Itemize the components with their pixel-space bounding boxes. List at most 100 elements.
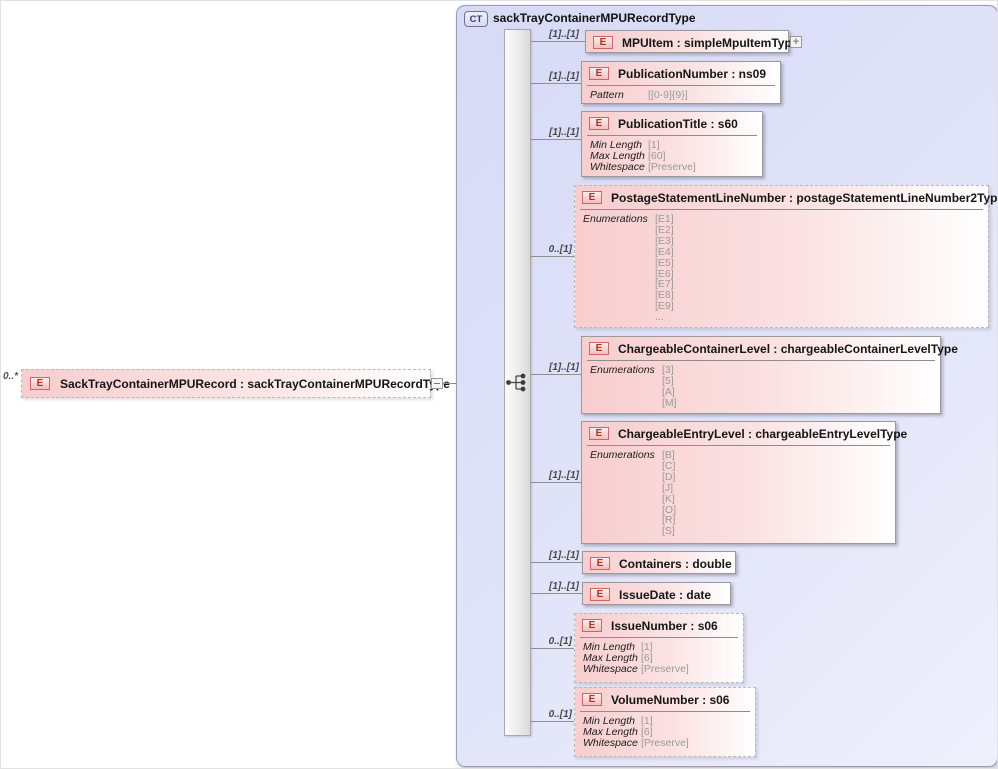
- enum-value: [E8]: [655, 289, 674, 302]
- element-chargeableentrylevel[interactable]: E ChargeableEntryLevel : chargeableEntry…: [581, 421, 907, 544]
- connector-line: [531, 41, 585, 42]
- cardinality-label: [1]..[1]: [549, 29, 579, 40]
- element-issuedate[interactable]: E IssueDate : date: [582, 582, 731, 605]
- element-label: Containers : double: [619, 556, 732, 571]
- element-badge-icon: E: [589, 427, 609, 440]
- cardinality-label: 0..[1]: [548, 244, 572, 255]
- facet-label: Max Length: [583, 726, 638, 738]
- element-publicationtitle[interactable]: E PublicationTitle : s60 Min Length [1] …: [581, 111, 763, 177]
- enum-value: [S]: [662, 525, 675, 538]
- enum-value: [5]: [662, 374, 674, 387]
- element-volumenumber[interactable]: E VolumeNumber : s06 Min Length [1] Max …: [574, 687, 756, 757]
- element-issuenumber[interactable]: E IssueNumber : s06 Min Length [1] Max L…: [574, 613, 744, 683]
- cardinality-label: [1]..[1]: [549, 470, 579, 481]
- element-badge-icon: E: [589, 117, 609, 130]
- enumerations-row: Enumerations [3] [5] [A] [M]: [590, 365, 940, 409]
- enum-value: [E7]: [655, 278, 674, 291]
- connector-line: [531, 648, 574, 649]
- enumeration-values: [B] [C] [D] [J] [K] [O] [R] [S]: [662, 450, 676, 537]
- enum-value: [E5]: [655, 256, 674, 269]
- enum-value: [3]: [662, 364, 674, 376]
- element-label: IssueDate : date: [619, 587, 712, 602]
- enum-value: [K]: [662, 492, 675, 505]
- enumerations-label: Enumerations: [583, 213, 648, 225]
- connector-line: [531, 593, 582, 594]
- cardinality-label: [1]..[1]: [549, 71, 579, 82]
- element-badge-icon: E: [582, 619, 602, 632]
- element-badge-icon: E: [589, 342, 609, 355]
- enum-value: [E3]: [655, 234, 674, 247]
- facet-row: Max Length [6]: [583, 727, 755, 738]
- facet-label: Pattern: [590, 89, 624, 101]
- connector-line: [531, 374, 581, 375]
- enum-value: [E2]: [655, 223, 674, 236]
- enumerations-label: Enumerations: [590, 364, 655, 376]
- element-label: PublicationTitle : s60: [618, 116, 738, 131]
- cardinality-label: [1]..[1]: [549, 362, 579, 373]
- facet-value: [60]: [648, 150, 666, 162]
- facet-row: Whitespace [Preserve]: [583, 738, 755, 749]
- element-label: MPUItem : simpleMpuItemType: [622, 35, 799, 50]
- facet-row: Max Length [60]: [590, 151, 762, 162]
- facet-row: Max Length [6]: [583, 653, 743, 664]
- divider: [587, 85, 775, 86]
- element-chargeablecontainerlevel[interactable]: E ChargeableContainerLevel : chargeableC…: [581, 336, 958, 414]
- enumerations-row: Enumerations [E1] [E2] [E3] [E4] [E5] [E…: [583, 213, 988, 323]
- enum-value: [E4]: [655, 245, 674, 258]
- divider: [580, 711, 750, 712]
- divider: [580, 209, 983, 210]
- complextype-title: sackTrayContainerMPURecordType: [493, 11, 696, 25]
- element-label: VolumeNumber : s06: [611, 692, 730, 707]
- cardinality-label: 0..[1]: [548, 636, 572, 647]
- expand-icon[interactable]: +: [790, 36, 802, 48]
- element-badge-icon: E: [582, 693, 602, 706]
- element-badge-icon: E: [30, 377, 50, 390]
- enum-value: [D]: [662, 470, 676, 483]
- element-label: PublicationNumber : ns09: [618, 66, 767, 81]
- enum-value: [C]: [662, 459, 676, 472]
- enum-value: [R]: [662, 514, 676, 527]
- element-mpuitem[interactable]: E MPUItem : simpleMpuItemType: [585, 30, 798, 53]
- element-postagestatementlinenumber[interactable]: E PostageStatementLineNumber : postageSt…: [574, 185, 997, 328]
- facet-label: Max Length: [583, 652, 638, 664]
- enumeration-values: [E1] [E2] [E3] [E4] [E5] [E6] [E7] [E8] …: [655, 214, 674, 323]
- element-publicationnumber[interactable]: E PublicationNumber : ns09 Pattern [[0-9…: [581, 61, 781, 104]
- facet-label: Whitespace: [590, 161, 645, 173]
- facet-row: Whitespace [Preserve]: [583, 664, 743, 675]
- collapse-icon[interactable]: [431, 378, 443, 389]
- enum-value: [O]: [662, 503, 677, 516]
- element-badge-icon: E: [589, 67, 609, 80]
- divider: [587, 445, 890, 446]
- facet-value: [Preserve]: [648, 161, 696, 173]
- connector-line: [531, 562, 582, 563]
- facet-value: [1]: [641, 715, 653, 727]
- enum-value: [M]: [662, 396, 677, 409]
- connector-line: [531, 482, 581, 483]
- divider: [587, 360, 935, 361]
- enum-value: [E1]: [655, 213, 674, 225]
- facet-value: [[0-9]{9}]: [648, 89, 688, 101]
- element-containers[interactable]: E Containers : double: [582, 551, 736, 574]
- cardinality-label: [1]..[1]: [549, 581, 579, 592]
- element-label: SackTrayContainerMPURecord : sackTrayCon…: [60, 376, 450, 391]
- element-badge-icon: E: [593, 36, 613, 49]
- enumerations-label: Enumerations: [590, 449, 655, 461]
- complextype-badge-icon: CT: [464, 11, 488, 27]
- divider: [587, 135, 757, 136]
- facet-label: Whitespace: [583, 737, 638, 749]
- facet-value: [1]: [648, 139, 660, 151]
- cardinality-label: [1]..[1]: [549, 550, 579, 561]
- connector-line: [531, 256, 574, 257]
- facet-value: [6]: [641, 652, 653, 664]
- element-label: ChargeableContainerLevel : chargeableCon…: [618, 341, 958, 356]
- connector-line: [531, 721, 574, 722]
- element-sacktraycontainermpurecord[interactable]: E SackTrayContainerMPURecord : sackTrayC…: [21, 369, 450, 398]
- sequence-icon: [506, 373, 526, 392]
- facet-value: [1]: [641, 641, 653, 653]
- enum-value: [E9]: [655, 300, 674, 313]
- cardinality-label: 0..[1]: [548, 709, 572, 720]
- element-label: IssueNumber : s06: [611, 618, 718, 633]
- facet-value: [Preserve]: [641, 737, 689, 749]
- facet-row: Min Length [1]: [590, 140, 762, 151]
